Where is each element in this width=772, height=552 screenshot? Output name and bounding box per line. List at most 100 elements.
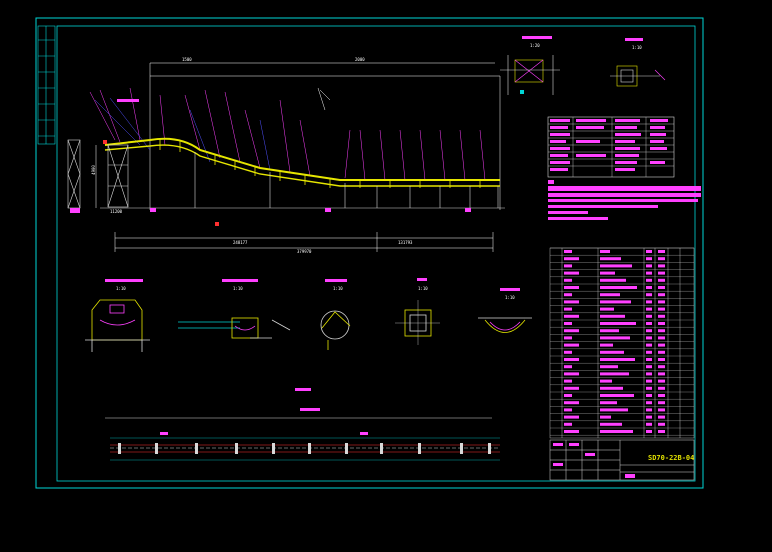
technical-parameters-table [547,116,675,178]
bom-cell-text [658,379,665,383]
bom-cell-text [658,336,665,340]
bom-cell-text [564,408,572,412]
bom-cell-text [564,307,572,311]
bom-cell-text [600,422,622,426]
title-block-fills [553,443,635,478]
bom-cell-text [646,343,652,347]
bom-cell-text [600,386,623,390]
bom-cell-text [564,422,572,426]
view-title-detail-top-right [625,38,643,41]
bom-cell-text [564,379,572,383]
bom-cell-text [646,394,652,397]
bom-cell-text [646,365,652,369]
bom-cell-text [646,250,652,253]
bom-cell-text [646,415,652,419]
bom-cell-text [646,386,652,390]
bom-cell-text [646,422,652,426]
bom-cell-text [646,271,652,275]
bom-cell-text [646,286,652,289]
bom-cell-text [600,250,610,253]
bom-cell-text [658,278,665,282]
bom-cell-text [600,343,613,347]
technical-notes [548,180,701,220]
bom-cell-text [658,250,665,253]
bom-cell-text [658,408,665,412]
bom-cell-text [564,415,579,419]
bom-cell-text [658,401,665,405]
bom-cell-text [646,430,652,433]
view-title-section-c [325,279,347,282]
scale-detail-top: 1:20 [530,43,540,48]
bom-cell-text [564,365,572,369]
scale-section-a: 1:10 [116,286,126,291]
bom-cell-text [564,358,579,361]
bom-cell-text [658,307,665,311]
bom-cell-text [564,329,579,333]
bom-cell-text [658,372,665,376]
section-view-a [85,299,150,352]
section-view-c [320,310,351,350]
view-title-section-a [105,279,143,282]
inner-frame [56,25,696,482]
bom-cell-text [646,408,652,412]
bom-cell-text [658,286,665,289]
dim-right-span: 131793 [398,240,413,245]
bom-cell-text [600,365,618,369]
plan-view [105,388,500,461]
view-title-section-b [222,279,258,282]
bom-cell-text [646,257,652,261]
bom-cell-text [658,293,665,297]
bom-cell-text [600,293,620,297]
bom-cell-text [658,430,665,433]
binding-margin-strip [37,25,56,145]
bom-cell-text [564,300,579,304]
bom-cell-text [600,307,614,311]
bom-cell-text [564,278,572,282]
bom-cell-text [658,257,665,261]
bom-cell-text [564,322,572,325]
section-view-d [395,300,440,345]
dim-overall: 379970 [297,249,312,254]
bom-cell-text [600,278,626,282]
scale-section-e: 1:10 [505,295,515,300]
bom-cell-text [646,372,652,376]
bom-cell-text [600,408,628,412]
bom-cell-text [600,329,619,333]
bom-cell-text [564,293,572,297]
detail-top-right-2 [610,65,666,87]
bom-cell-text [564,394,572,397]
dim-bottom-seg: 11200 [110,209,123,214]
bom-cell-text [564,401,579,405]
bom-cell-text [658,343,665,347]
dim-top-span: 1500 [182,57,192,62]
bom-cell-text [646,336,652,340]
drawing-number: SD70-22B-04 [648,454,695,462]
dim-mid-span: 2000 [355,57,365,62]
bom-cell-text [658,394,665,397]
bom-cell-text [658,271,665,275]
bom-cell-text [600,415,611,419]
detail-top-right-1 [500,55,560,95]
bom-cell-text [646,264,652,268]
view-title-section-d [417,278,427,281]
bom-cell-text [564,314,579,318]
bom-cell-text [564,286,579,289]
dim-left-span: 248177 [233,240,248,245]
bom-cell-text [600,401,617,405]
bom-cell-text [646,379,652,383]
bom-cell-text [564,264,572,268]
bom-cell-text [658,415,665,419]
bom-cell-text [564,350,572,354]
bom-cell-text [600,350,624,354]
bom-cell-text [646,358,652,361]
bom-cell-text [564,271,579,275]
title-block [549,439,695,481]
bom-cell-text [658,329,665,333]
bom-cell-text [600,300,631,304]
bom-cell-text [646,278,652,282]
outer-frame [35,17,704,489]
bom-cell-text [646,307,652,311]
bom-cell-text [600,336,630,340]
bom-cell-text [600,379,612,383]
dim-elevation: 4900 [90,165,96,175]
